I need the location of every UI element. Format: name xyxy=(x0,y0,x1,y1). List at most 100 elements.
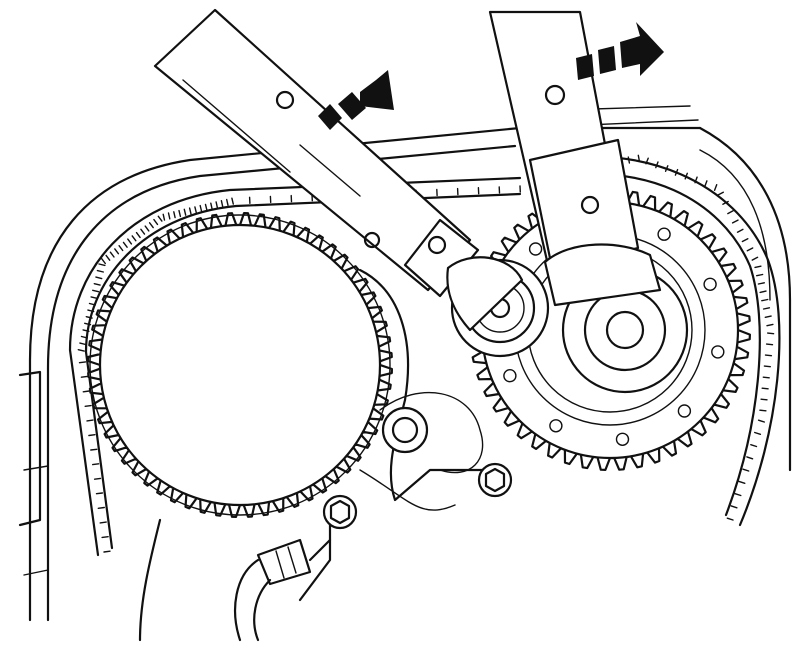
sprocket-hole xyxy=(549,419,563,433)
belt-tooth xyxy=(220,199,224,208)
sprocket-hole xyxy=(528,242,543,256)
belt-tooth xyxy=(757,419,765,423)
belt-tooth xyxy=(751,256,759,261)
belt-tooth xyxy=(760,398,768,401)
belt-tooth xyxy=(717,191,724,196)
belt-tooth xyxy=(88,302,97,306)
belt-tooth xyxy=(764,354,773,357)
belt-tooth xyxy=(82,390,90,393)
belt-tooth xyxy=(96,269,105,273)
belt-tooth xyxy=(84,404,92,407)
belt-tooth xyxy=(153,218,159,226)
belt-tooth xyxy=(95,276,103,280)
belt-tooth xyxy=(87,309,95,313)
belt-tooth xyxy=(730,505,738,509)
belt-tooth xyxy=(90,448,98,451)
belt-tooth xyxy=(78,361,87,364)
belt-tooth xyxy=(82,329,90,332)
belt-tooth xyxy=(90,296,98,299)
belt-tooth xyxy=(100,258,107,265)
belt-tooth xyxy=(99,521,107,524)
belt-tooth xyxy=(674,168,679,176)
belt-tooth xyxy=(231,197,235,205)
belt-tooth xyxy=(173,211,176,219)
belt-tooth xyxy=(754,265,762,269)
belt-tooth xyxy=(144,225,150,232)
belt-tooth xyxy=(756,273,764,277)
belt-tooth xyxy=(761,387,769,390)
belt-tooth xyxy=(722,200,729,206)
belt-tooth xyxy=(750,444,758,448)
sprocket-hole xyxy=(703,277,717,291)
belt-tooth xyxy=(91,463,100,466)
belt-tooth xyxy=(178,209,182,218)
belt-tooth xyxy=(738,480,746,484)
sprocket-hole xyxy=(615,432,630,446)
belt-tooth xyxy=(91,289,100,293)
belt-tooth xyxy=(95,492,104,495)
belt-tooth xyxy=(162,213,166,221)
belt-tooth xyxy=(114,248,120,255)
belt-tooth xyxy=(759,409,767,412)
belt-tooth xyxy=(77,349,85,352)
belt-tooth xyxy=(204,203,208,211)
belt-tooth xyxy=(627,156,631,164)
belt-tooth xyxy=(131,235,137,242)
belt-tooth xyxy=(762,307,771,310)
belt-tooth xyxy=(101,536,109,539)
belt-tooth xyxy=(83,322,92,326)
belt-tooth xyxy=(765,343,774,346)
belt-tooth xyxy=(746,247,754,252)
belt-tooth xyxy=(80,375,89,378)
bolt-upper-middle xyxy=(381,406,429,454)
belt-tooth xyxy=(727,210,734,215)
belt-tooth xyxy=(734,493,742,497)
belt-tooth xyxy=(726,517,734,521)
belt-tooth xyxy=(188,207,192,215)
belt-tooth xyxy=(761,298,769,302)
belt-tooth xyxy=(86,419,94,422)
crankshaft-sprocket xyxy=(87,212,393,518)
belt-tooth xyxy=(157,215,163,222)
belt-tooth xyxy=(764,315,772,318)
oil-pump-housing xyxy=(138,268,502,642)
belt-tooth xyxy=(85,316,93,319)
belt-tooth xyxy=(742,468,750,472)
belt-tooth xyxy=(122,241,128,248)
belt-tooth xyxy=(210,202,213,210)
belt-tooth xyxy=(93,283,101,286)
belt-tooth xyxy=(767,332,775,335)
belt-tooth xyxy=(762,376,770,379)
belt-tooth xyxy=(684,172,688,180)
left-wrench xyxy=(153,8,524,332)
belt-tooth xyxy=(105,254,111,261)
belt-tooth xyxy=(741,237,749,243)
belt-tooth xyxy=(97,506,106,509)
belt-tooth xyxy=(215,201,219,209)
belt-tooth xyxy=(731,219,739,224)
belt-tooth xyxy=(766,323,774,327)
belt-tooth xyxy=(637,154,641,162)
belt-tooth xyxy=(694,176,698,184)
belt-tooth xyxy=(98,263,106,267)
belt-tooth xyxy=(194,206,198,214)
sprocket-hole xyxy=(657,227,671,241)
belt-tooth xyxy=(80,335,89,339)
belt-tooth xyxy=(754,431,762,435)
belt-tooth xyxy=(713,183,718,192)
belt-tooth xyxy=(140,228,146,235)
right-wrench-direction-arrow xyxy=(576,22,664,80)
belt-tooth xyxy=(704,180,708,188)
belt-tooth xyxy=(109,251,115,258)
belt-tooth xyxy=(763,365,771,368)
sensor-connector xyxy=(234,538,332,642)
belt-tooth xyxy=(736,228,744,233)
belt-tooth xyxy=(199,204,203,213)
bolt-lower-right xyxy=(477,462,513,498)
sprocket-hole xyxy=(677,404,692,418)
belt-tooth xyxy=(135,231,141,239)
bolt-lower-left xyxy=(322,494,358,530)
belt-tooth xyxy=(645,157,649,165)
belt-tooth xyxy=(79,342,87,346)
